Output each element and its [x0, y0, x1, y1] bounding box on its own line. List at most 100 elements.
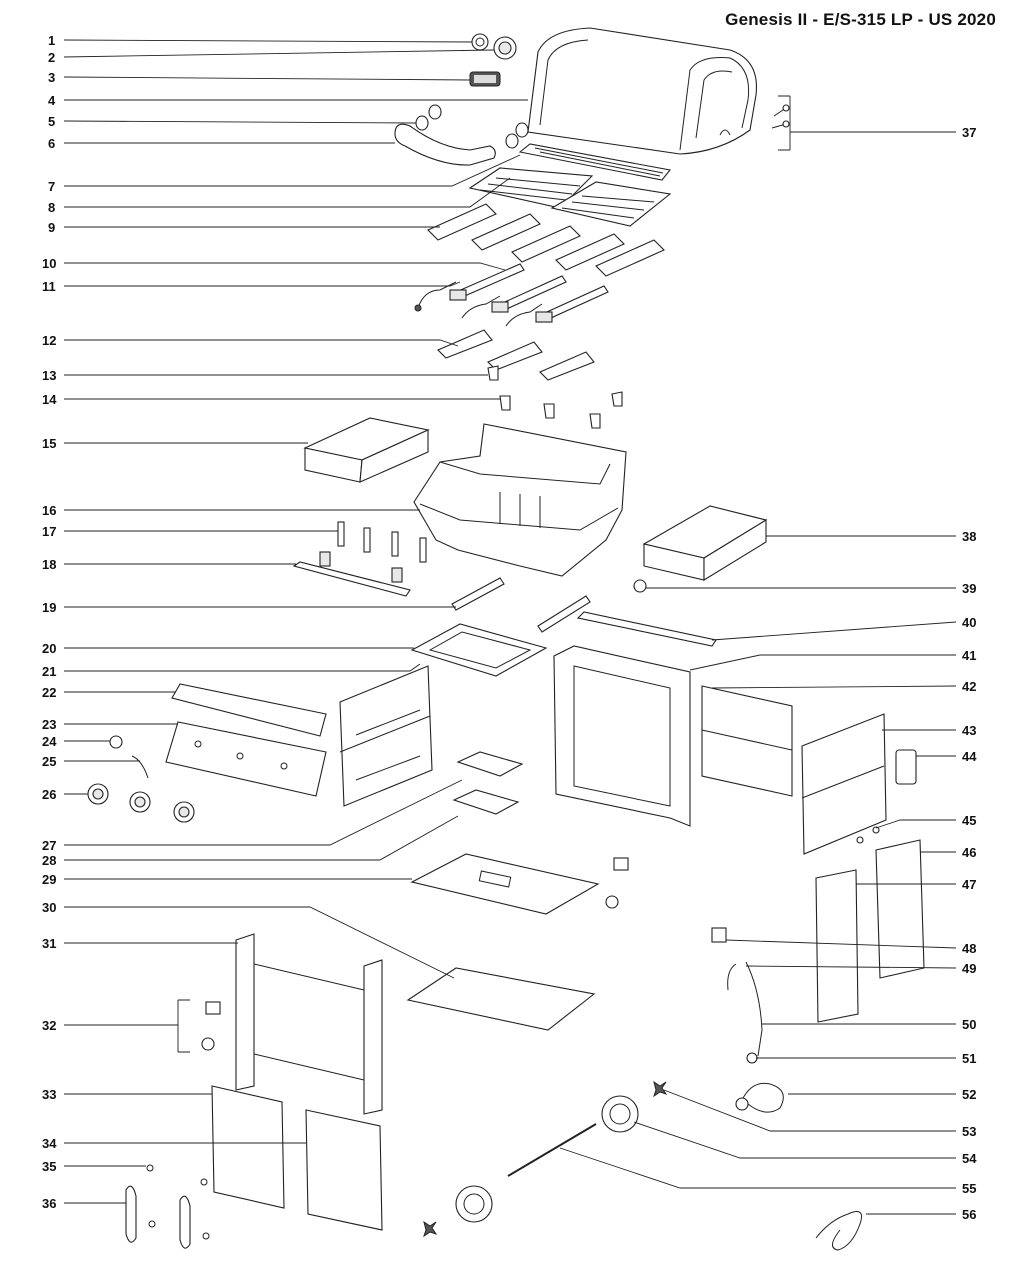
callout-label-36: 36 — [42, 1196, 56, 1211]
callout-label-32: 32 — [42, 1018, 56, 1033]
callout-label-21: 21 — [42, 664, 56, 679]
part-rear-rail[interactable] — [576, 611, 717, 647]
callout-label-54: 54 — [962, 1151, 977, 1166]
part-cart-frame[interactable] — [553, 645, 691, 827]
part-burner-tubes[interactable] — [449, 263, 609, 323]
part-tank-scale[interactable] — [895, 749, 917, 785]
part-front-crossover[interactable] — [451, 577, 591, 633]
callout-label-53: 53 — [962, 1124, 976, 1139]
callout-label-13: 13 — [42, 368, 56, 383]
callout-label-5: 5 — [48, 114, 55, 129]
part-grease-tray[interactable] — [410, 623, 548, 677]
callout-label-17: 17 — [42, 524, 56, 539]
callout-label-27: 27 — [42, 838, 56, 853]
part-igniter-electrodes[interactable] — [414, 281, 543, 327]
callout-label-29: 29 — [42, 872, 56, 887]
part-right-side-table[interactable] — [642, 505, 768, 581]
part-caster-set[interactable] — [201, 1001, 221, 1051]
part-lid[interactable] — [527, 27, 758, 155]
part-left-door[interactable] — [211, 1085, 285, 1209]
parts-drawing — [87, 27, 925, 1251]
callout-label-25: 25 — [42, 754, 56, 769]
part-control-panel-trim[interactable] — [171, 683, 327, 737]
callout-labels: 1234567891011121314151617181920212223242… — [42, 33, 977, 1222]
callout-label-20: 20 — [42, 641, 56, 656]
callout-label-51: 51 — [962, 1051, 976, 1066]
part-caster[interactable] — [605, 857, 629, 909]
callout-label-18: 18 — [42, 557, 56, 572]
part-right-door[interactable] — [305, 1109, 383, 1231]
part-flavorizer-bars[interactable] — [427, 203, 665, 277]
callout-label-23: 23 — [42, 717, 56, 732]
callout-label-8: 8 — [48, 200, 55, 215]
callout-label-37: 37 — [962, 125, 976, 140]
part-thermometer-bezel[interactable] — [493, 36, 517, 60]
part-control-knobs[interactable] — [87, 783, 195, 823]
part-screw-kit[interactable] — [771, 104, 790, 129]
callout-label-55: 55 — [962, 1181, 976, 1196]
part-heat-deflectors[interactable] — [437, 329, 595, 381]
callout-label-34: 34 — [42, 1136, 57, 1151]
callout-label-52: 52 — [962, 1087, 976, 1102]
callout-label-15: 15 — [42, 436, 56, 451]
part-left-side-table[interactable] — [303, 417, 430, 483]
part-door-handles[interactable] — [125, 1164, 210, 1249]
part-manifold[interactable] — [292, 551, 411, 597]
part-rear-panel[interactable] — [701, 685, 793, 797]
callout-label-41: 41 — [962, 648, 976, 663]
callout-label-10: 10 — [42, 256, 56, 271]
part-cookbox[interactable] — [413, 423, 627, 577]
callout-label-28: 28 — [42, 853, 56, 868]
part-thermometer[interactable] — [471, 33, 489, 51]
callout-label-14: 14 — [42, 392, 57, 407]
part-bottom-shelf[interactable] — [410, 853, 600, 915]
callout-label-49: 49 — [962, 961, 976, 976]
callout-label-24: 24 — [42, 734, 57, 749]
part-control-panel[interactable] — [165, 721, 327, 797]
callout-label-40: 40 — [962, 615, 976, 630]
callout-label-44: 44 — [962, 749, 977, 764]
part-wheels[interactable] — [423, 1080, 668, 1238]
part-burner-valves[interactable] — [337, 521, 427, 563]
callout-label-16: 16 — [42, 503, 56, 518]
part-tank-shields[interactable] — [815, 839, 925, 1023]
callout-label-56: 56 — [962, 1207, 976, 1222]
part-lid-handle[interactable] — [394, 123, 496, 166]
part-drip-pans[interactable] — [452, 751, 524, 815]
part-left-side-panel[interactable] — [339, 665, 433, 807]
part-rear-frame[interactable] — [235, 933, 383, 1115]
callout-label-6: 6 — [48, 136, 55, 151]
part-hose-clip[interactable] — [815, 1211, 862, 1251]
callout-label-2: 2 — [48, 50, 55, 65]
leader-lines — [63, 39, 957, 1215]
part-small-fasteners[interactable] — [856, 826, 880, 844]
callout-label-9: 9 — [48, 220, 55, 235]
callout-label-19: 19 — [42, 600, 56, 615]
callout-label-4: 4 — [48, 93, 56, 108]
callout-label-30: 30 — [42, 900, 56, 915]
part-clips[interactable] — [487, 365, 623, 429]
part-gas-line-assembly[interactable] — [711, 927, 784, 1113]
callout-label-45: 45 — [962, 813, 976, 828]
callout-label-43: 43 — [962, 723, 976, 738]
callout-label-3: 3 — [48, 70, 55, 85]
callout-label-39: 39 — [962, 581, 976, 596]
part-side-burner-grommet[interactable] — [633, 579, 647, 593]
part-igniter-button[interactable] — [109, 735, 149, 779]
callout-label-31: 31 — [42, 936, 56, 951]
callout-label-46: 46 — [962, 845, 976, 860]
callout-label-42: 42 — [962, 679, 976, 694]
callout-label-33: 33 — [42, 1087, 56, 1102]
part-right-side-panel[interactable] — [801, 713, 887, 855]
callout-label-47: 47 — [962, 877, 976, 892]
callout-label-22: 22 — [42, 685, 56, 700]
part-warming-rack[interactable] — [518, 143, 672, 181]
part-shelf-panel[interactable] — [406, 967, 596, 1031]
callout-label-38: 38 — [962, 529, 976, 544]
part-cooking-grates[interactable] — [468, 167, 672, 227]
callout-label-48: 48 — [962, 941, 976, 956]
callout-label-12: 12 — [42, 333, 56, 348]
part-axle[interactable] — [507, 1123, 597, 1177]
part-nameplate[interactable] — [469, 71, 501, 87]
